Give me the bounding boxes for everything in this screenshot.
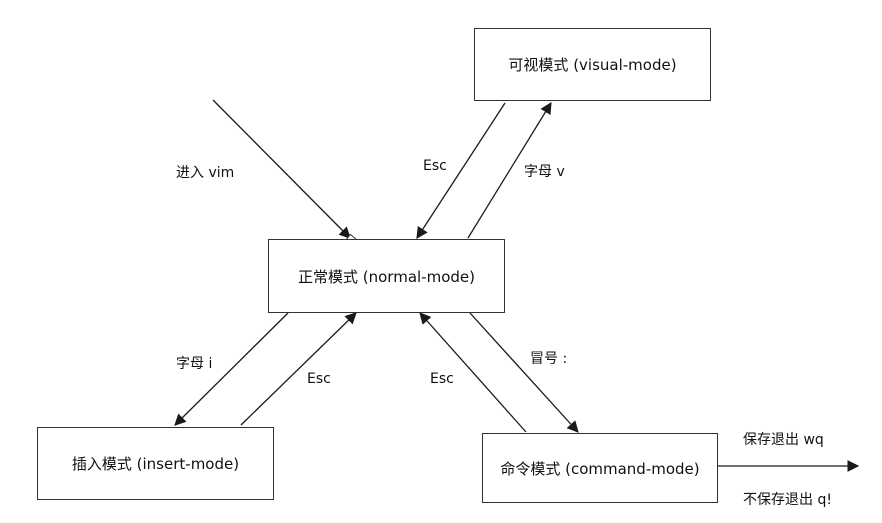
visual-mode-box: 可视模式 (visual-mode) bbox=[474, 28, 711, 101]
normal-to-command-label: 冒号 : bbox=[530, 351, 568, 367]
enter-vim-arrow bbox=[212, 99, 351, 239]
normal-to-command-arrow bbox=[469, 312, 579, 433]
normal-to-insert-arrow bbox=[174, 312, 289, 426]
normal-to-insert-label: 字母 i bbox=[176, 356, 213, 372]
insert-to-normal-arrow bbox=[240, 312, 357, 426]
command-mode-label: 命令模式 (command-mode) bbox=[500, 459, 700, 478]
save-quit-label: 保存退出 wq bbox=[743, 432, 824, 448]
visual-mode-label: 可视模式 (visual-mode) bbox=[508, 56, 677, 74]
normal-mode-box: 正常模式 (normal-mode) bbox=[268, 239, 505, 313]
command-to-normal-arrow bbox=[419, 312, 527, 433]
normal-to-visual-arrow bbox=[467, 102, 552, 239]
insert-mode-label: 插入模式 (insert-mode) bbox=[71, 455, 240, 473]
visual-to-normal-arrow bbox=[416, 102, 506, 239]
normal-mode-label: 正常模式 (normal-mode) bbox=[298, 267, 475, 286]
visual-to-normal-label: Esc bbox=[423, 158, 447, 174]
command-to-normal-label: Esc bbox=[430, 371, 454, 387]
insert-mode-box: 插入模式 (insert-mode) bbox=[37, 427, 274, 500]
insert-to-normal-label: Esc bbox=[307, 371, 331, 387]
command-mode-box: 命令模式 (command-mode) bbox=[482, 433, 718, 503]
enter-vim-label: 进入 vim bbox=[176, 165, 235, 181]
normal-to-visual-label: 字母 v bbox=[524, 164, 565, 180]
quit-no-save-label: 不保存退出 q! bbox=[743, 492, 832, 508]
